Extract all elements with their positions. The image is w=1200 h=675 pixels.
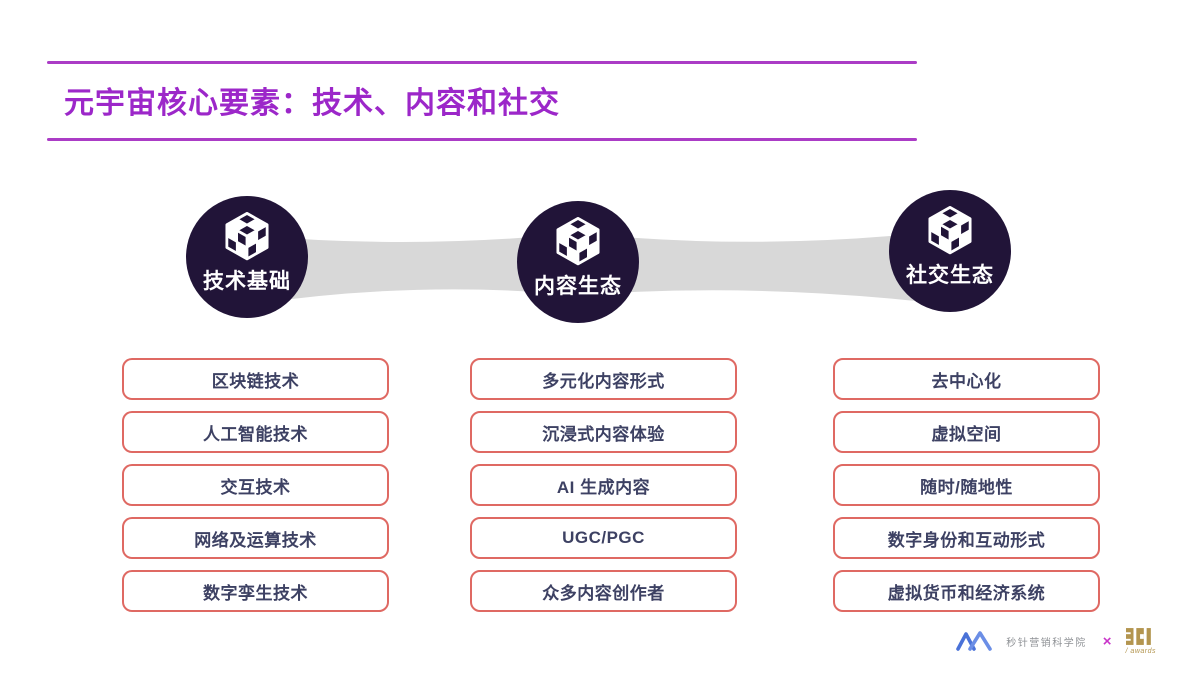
item-box: 沉浸式内容体验 (470, 411, 737, 453)
column-content-ecosystem: 多元化内容形式 沉浸式内容体验 AI 生成内容 UGC/PGC 众多内容创作者 (470, 358, 737, 623)
item-box: 多元化内容形式 (470, 358, 737, 400)
column-social-ecosystem: 去中心化 虚拟空间 随时/随地性 数字身份和互动形式 虚拟货币和经济系统 (833, 358, 1100, 623)
eci-logo: / awards (1125, 627, 1156, 655)
eci-logo-icon (1125, 627, 1151, 645)
node-social-ecosystem: 社交生态 (889, 190, 1011, 312)
cube-icon (225, 211, 269, 261)
collab-x-separator: × (1102, 632, 1112, 650)
item-box: 数字孪生技术 (122, 570, 389, 612)
miaozhen-logo-icon (956, 631, 993, 651)
item-box: 数字身份和互动形式 (833, 517, 1100, 559)
node-tech-foundation: 技术基础 (186, 196, 308, 318)
header-rule-bottom (47, 138, 917, 141)
item-box: AI 生成内容 (470, 464, 737, 506)
node-label: 技术基础 (203, 270, 291, 293)
item-box: 网络及运算技术 (122, 517, 389, 559)
node-label: 内容生态 (534, 275, 622, 298)
item-box: 众多内容创作者 (470, 570, 737, 612)
node-label: 社交生态 (906, 264, 994, 287)
miaozhen-label: 秒针营销科学院 (1006, 637, 1087, 649)
item-box: 交互技术 (122, 464, 389, 506)
cube-icon (928, 205, 972, 255)
cube-icon (556, 216, 600, 266)
item-box: 随时/随地性 (833, 464, 1100, 506)
item-box: 虚拟空间 (833, 411, 1100, 453)
page-title: 元宇宙核心要素：技术、内容和社交 (64, 87, 560, 120)
column-tech-foundation: 区块链技术 人工智能技术 交互技术 网络及运算技术 数字孪生技术 (122, 358, 389, 623)
item-box: 去中心化 (833, 358, 1100, 400)
item-box: 虚拟货币和经济系统 (833, 570, 1100, 612)
header-rule-top (47, 61, 917, 64)
footer-logos: 秒针营销科学院 × / awards (956, 622, 1156, 660)
item-box: UGC/PGC (470, 517, 737, 559)
eci-awards-label: / awards (1125, 647, 1156, 655)
item-box: 区块链技术 (122, 358, 389, 400)
item-box: 人工智能技术 (122, 411, 389, 453)
node-content-ecosystem: 内容生态 (517, 201, 639, 323)
